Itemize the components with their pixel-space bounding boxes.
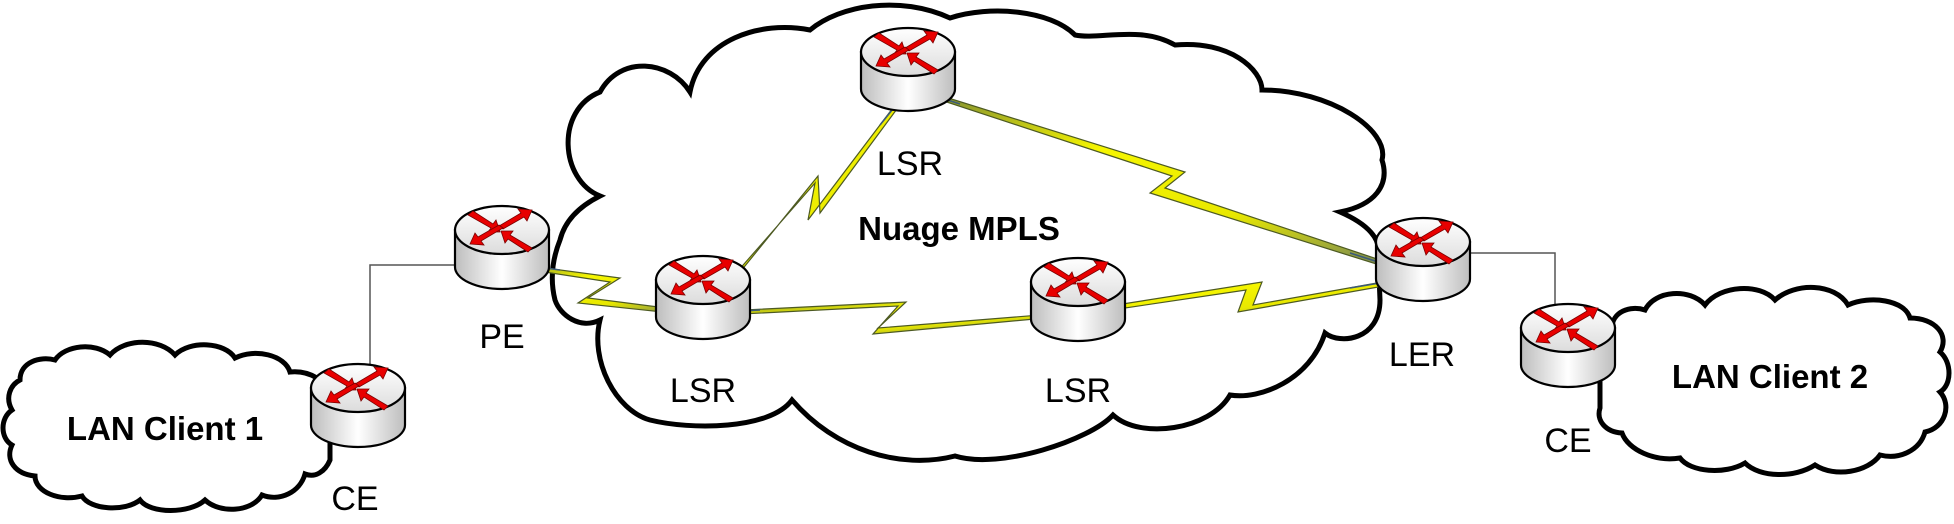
link-ler-ce2 xyxy=(1470,252,1556,320)
label-lsr-left: LSR xyxy=(670,372,736,410)
label-lsr-right: LSR xyxy=(1045,372,1111,410)
label-ce2: CE xyxy=(1544,422,1591,460)
label-ce1: CE xyxy=(331,480,378,518)
router-lsr-top[interactable] xyxy=(859,26,957,113)
router-ler[interactable] xyxy=(1374,216,1472,303)
lan-client-1-label: LAN Client 1 xyxy=(67,410,263,447)
router-lsr-right[interactable] xyxy=(1029,256,1127,343)
router-lsr-left[interactable] xyxy=(654,254,752,341)
router-icon xyxy=(1374,216,1472,303)
label-lsr-top: LSR xyxy=(877,145,943,183)
router-icon xyxy=(1029,256,1127,343)
link-ce1-pe xyxy=(369,264,455,380)
router-icon xyxy=(453,204,551,291)
router-icon xyxy=(309,362,407,449)
label-pe: PE xyxy=(479,318,524,356)
router-ce2[interactable] xyxy=(1519,302,1617,389)
router-icon xyxy=(1519,302,1617,389)
lan-client-1-cloud xyxy=(0,339,333,513)
label-ler: LER xyxy=(1389,336,1455,374)
lan-client-2-cloud xyxy=(1596,285,1952,477)
router-icon xyxy=(859,26,957,113)
router-pe[interactable] xyxy=(453,204,551,291)
mpls-cloud-title: Nuage MPLS xyxy=(858,210,1060,247)
router-icon xyxy=(654,254,752,341)
router-ce1[interactable] xyxy=(309,362,407,449)
lan-client-2-label: LAN Client 2 xyxy=(1672,358,1868,395)
